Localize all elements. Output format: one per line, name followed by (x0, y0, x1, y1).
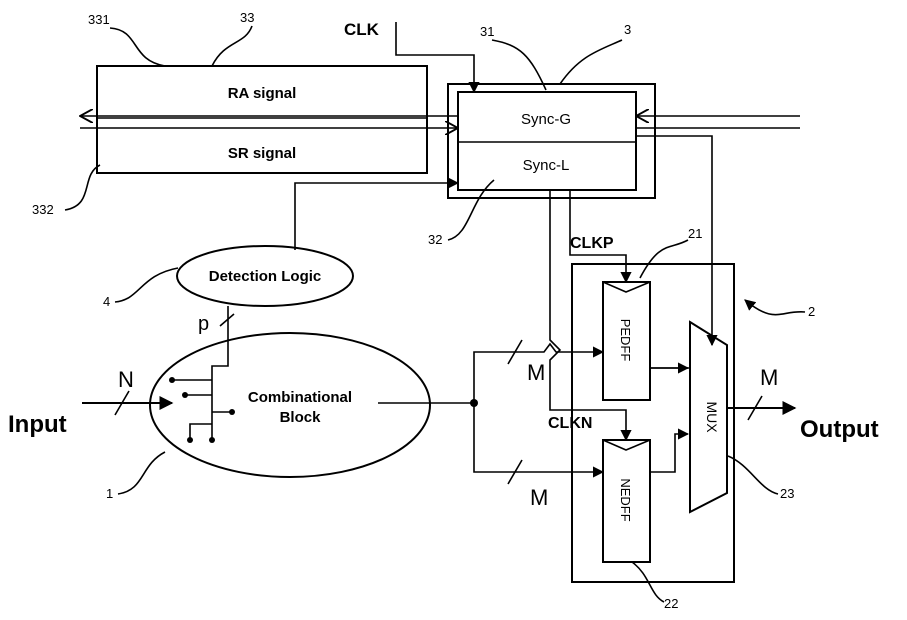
m-bottom-label: M (530, 485, 548, 510)
p-label: p (198, 313, 209, 335)
ref-1: 1 (106, 486, 113, 501)
m-top-label: M (527, 360, 545, 385)
internal-transistor-structure (169, 346, 235, 443)
sr-signal-label: SR signal (228, 145, 296, 162)
ref-2: 2 (808, 304, 815, 319)
m-out-label: M (760, 365, 778, 390)
ref-31: 31 (480, 24, 494, 39)
mux-label: MUX (704, 401, 720, 433)
clkp-label: CLKP (570, 235, 614, 252)
sync-block: Sync-G Sync-L (447, 83, 656, 199)
detect-to-sync-wire (294, 177, 460, 250)
ref-3: 3 (624, 22, 631, 37)
clkn-label: CLKN (548, 415, 592, 432)
syncg-to-mux-wire (636, 135, 718, 347)
nedff-to-mux-wire (650, 428, 690, 473)
pedff-to-mux-wire (650, 367, 691, 378)
ra-signal-label: RA signal (228, 85, 297, 102)
reference-numerals: 331 33 31 3 332 32 21 4 2 1 23 22 (32, 10, 815, 611)
clk-label: CLK (344, 20, 380, 39)
ref-23: 23 (780, 486, 794, 501)
combinational-block-ellipse (149, 332, 431, 478)
clkn-wire (549, 190, 632, 442)
combinational-label-line1: Combinational (248, 389, 352, 406)
clk-wire (395, 22, 480, 94)
split-top-wire (473, 342, 605, 403)
ref-21: 21 (688, 226, 702, 241)
pedff-label: PEDFF (618, 319, 633, 362)
sync-g-label: Sync-G (521, 111, 571, 128)
ref-332: 332 (32, 202, 54, 217)
output-label: Output (800, 416, 879, 443)
split-bottom-wire (473, 403, 605, 478)
ref-4: 4 (103, 294, 110, 309)
flipflop-block: PEDFF NEDFF MUX (571, 263, 735, 583)
ref-33: 33 (240, 10, 254, 25)
signal-bus-block: RA signal SR signal (96, 65, 428, 174)
n-label: N (118, 367, 134, 392)
ref-32: 32 (428, 232, 442, 247)
mux-shape (689, 320, 728, 514)
sync-l-label: Sync-L (523, 157, 570, 174)
detection-logic-ellipse (176, 245, 354, 307)
ref-331: 331 (88, 12, 110, 27)
input-label: Input (8, 411, 67, 438)
detection-logic-label: Detection Logic (209, 268, 322, 285)
clkp-wire (569, 190, 632, 284)
ref-22: 22 (664, 596, 678, 611)
nedff-label: NEDFF (618, 478, 633, 521)
combinational-label-line2: Block (280, 409, 322, 426)
